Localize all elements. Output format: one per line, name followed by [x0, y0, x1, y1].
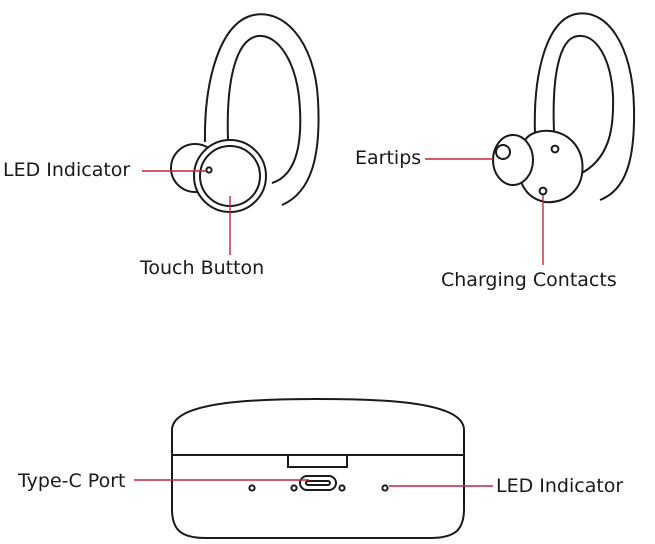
left-led-indicator-label: LED Indicator	[3, 159, 130, 181]
case-hole-port-left	[290, 484, 298, 492]
eartips-inner	[495, 144, 511, 160]
charging-case-hinge-tab	[287, 454, 348, 468]
right-earbud-ear-hook	[533, 12, 636, 201]
left-earbud-ear-hook	[203, 13, 320, 206]
case-hole-left	[248, 484, 256, 492]
case-led-dot	[381, 484, 389, 492]
case-led-indicator-label: LED Indicator	[496, 475, 623, 497]
left-earbud	[170, 13, 320, 213]
type-c-port-inner	[305, 480, 331, 486]
charging-contacts-label: Charging Contacts	[441, 269, 617, 291]
type-c-port-label: Type-C Port	[17, 470, 125, 492]
case-hole-port-right	[338, 484, 346, 492]
charging-contact-bottom	[538, 186, 548, 196]
charging-case-base	[171, 454, 465, 539]
eartips-shape	[492, 134, 534, 186]
charging-contact-top	[550, 144, 560, 154]
left-earbud-led-dot	[205, 166, 213, 174]
touch-button-label: Touch Button	[139, 257, 264, 279]
charging-case-lid	[171, 397, 465, 456]
eartips-label: Eartips	[355, 147, 421, 169]
charging-case	[171, 397, 465, 539]
right-earbud	[492, 12, 636, 204]
